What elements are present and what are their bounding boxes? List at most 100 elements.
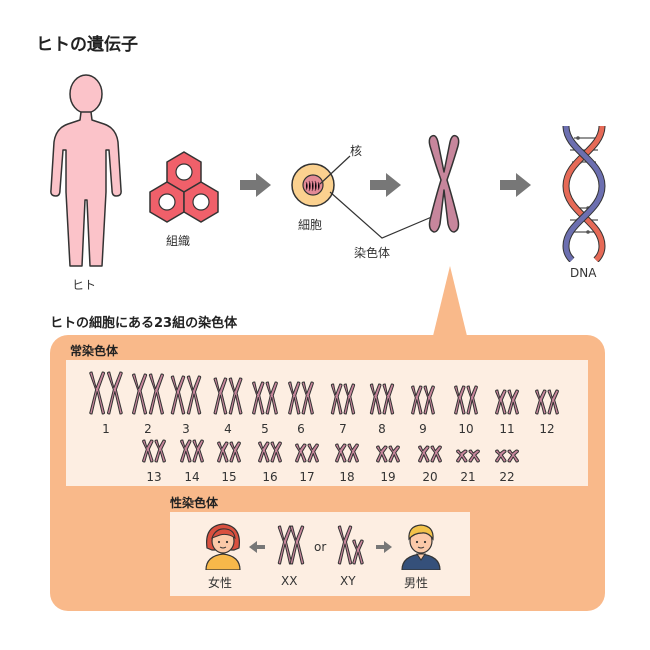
- chromosome-17-b: [307, 443, 319, 463]
- chromosome-16-a: [258, 441, 270, 463]
- chromosome-label: 染色体: [354, 246, 391, 260]
- dna-helix-icon: [562, 125, 606, 262]
- chromosome-19-b: [388, 445, 400, 463]
- arrow-right-icon: [370, 173, 401, 197]
- chromosome-10-a: [454, 385, 466, 415]
- xx-label: XX: [281, 574, 298, 588]
- connector-lines: [319, 155, 435, 239]
- human-label: ヒト: [72, 278, 97, 292]
- chromosome-12-a: [535, 389, 547, 415]
- chromosome-20-a: [418, 445, 430, 463]
- chromosome-number-22: 22: [499, 470, 515, 484]
- y-chromosome: [352, 539, 364, 565]
- chromosome-2-b: [148, 373, 164, 415]
- x-chromosome-b: [289, 525, 305, 565]
- chromosome-number-10: 10: [458, 422, 474, 436]
- chromosome-3-b: [186, 375, 202, 415]
- male-label: 男性: [404, 576, 429, 590]
- chromosome-number-18: 18: [339, 470, 355, 484]
- chromosome-number-15: 15: [221, 470, 237, 484]
- chromosome-icon: [428, 134, 460, 233]
- chromosome-4-a: [213, 377, 228, 415]
- chromosome-number-17: 17: [299, 470, 315, 484]
- sex-chromosome-heading: 性染色体: [170, 496, 219, 510]
- tissue-icon: [149, 151, 219, 223]
- human-figure-icon: [50, 74, 122, 267]
- chromosome-number-8: 8: [378, 422, 386, 436]
- dna-label: DNA: [570, 266, 597, 280]
- chromosome-1-a: [89, 371, 106, 415]
- chromosome-number-13: 13: [146, 470, 162, 484]
- chromosome-number-16: 16: [262, 470, 278, 484]
- chromosome-12-b: [547, 389, 559, 415]
- xx-chromosome-icon: [277, 525, 305, 565]
- chromosome-8-b: [382, 383, 395, 415]
- autosome-karyotype: [89, 371, 559, 463]
- chromosome-number-9: 9: [419, 422, 427, 436]
- chromosome-21-a: [456, 449, 468, 463]
- female-label: 女性: [208, 576, 233, 590]
- chromosome-9-b: [423, 385, 435, 415]
- chromosome-1-b: [106, 371, 123, 415]
- female-avatar-icon: [205, 523, 241, 570]
- tissue-label: 組織: [166, 234, 191, 248]
- chromosome-20-b: [430, 445, 442, 463]
- chromosome-number-4: 4: [224, 422, 232, 436]
- chromosome-14-b: [192, 439, 204, 463]
- chromosome-6-a: [288, 381, 301, 415]
- chromosome-21-b: [468, 449, 480, 463]
- chromosome-number-21: 21: [460, 470, 476, 484]
- chromosome-9-a: [411, 385, 423, 415]
- chromosome-19-a: [376, 445, 388, 463]
- chromosome-13-b: [154, 439, 166, 463]
- chromosome-5-b: [265, 381, 278, 415]
- chromosome-number-14: 14: [184, 470, 200, 484]
- chromosome-16-b: [270, 441, 282, 463]
- chromosome-11-b: [507, 389, 519, 415]
- chromosome-7-b: [343, 383, 356, 415]
- autosome-heading: 常染色体: [70, 344, 119, 358]
- chromosome-7-a: [330, 383, 343, 415]
- chromosome-3-a: [170, 375, 186, 415]
- arrow-right-icon: [500, 173, 531, 197]
- chromosome-10-b: [466, 385, 478, 415]
- chromosome-11-a: [495, 389, 507, 415]
- chromosome-14-a: [180, 439, 192, 463]
- chromosome-number-20: 20: [422, 470, 438, 484]
- xy-label: XY: [340, 574, 356, 588]
- chromosome-number-3: 3: [182, 422, 190, 436]
- chromosome-number-2: 2: [144, 422, 152, 436]
- chromosome-number-6: 6: [297, 422, 305, 436]
- cell-icon: [291, 163, 335, 207]
- x-chromosome: [337, 525, 353, 565]
- male-avatar-icon: [401, 524, 441, 570]
- chromosome-22-a: [495, 449, 507, 463]
- arrow-right-icon: [240, 173, 271, 197]
- chromosome-number-5: 5: [261, 422, 269, 436]
- nucleus-label: 核: [350, 144, 363, 158]
- arrow-right-small-icon: [376, 541, 392, 553]
- chromosome-number-11: 11: [499, 422, 515, 436]
- cell-label: 細胞: [298, 218, 323, 232]
- chromosome-6-b: [301, 381, 314, 415]
- chromosome-18-b: [347, 443, 359, 463]
- chromosome-2-a: [132, 373, 148, 415]
- chromosome-17-a: [295, 443, 307, 463]
- chromosome-5-a: [252, 381, 265, 415]
- chromosome-13-a: [142, 439, 154, 463]
- chromosome-number-1: 1: [102, 422, 110, 436]
- chromosome-number-7: 7: [339, 422, 347, 436]
- page-title: ヒトの遺伝子: [36, 35, 138, 55]
- chromosome-8-a: [369, 383, 382, 415]
- chromosome-number-19: 19: [380, 470, 396, 484]
- or-label: or: [314, 540, 327, 554]
- xy-chromosome-icon: [337, 525, 364, 565]
- callout-pointer: [432, 266, 468, 340]
- x-chromosome-a: [277, 525, 293, 565]
- chromosome-4-b: [228, 377, 243, 415]
- arrow-left-icon: [249, 541, 265, 553]
- chromosome-22-b: [507, 449, 519, 463]
- chromosome-number-12: 12: [539, 422, 555, 436]
- chromosome-15-b: [229, 441, 241, 463]
- chromosome-18-a: [335, 443, 347, 463]
